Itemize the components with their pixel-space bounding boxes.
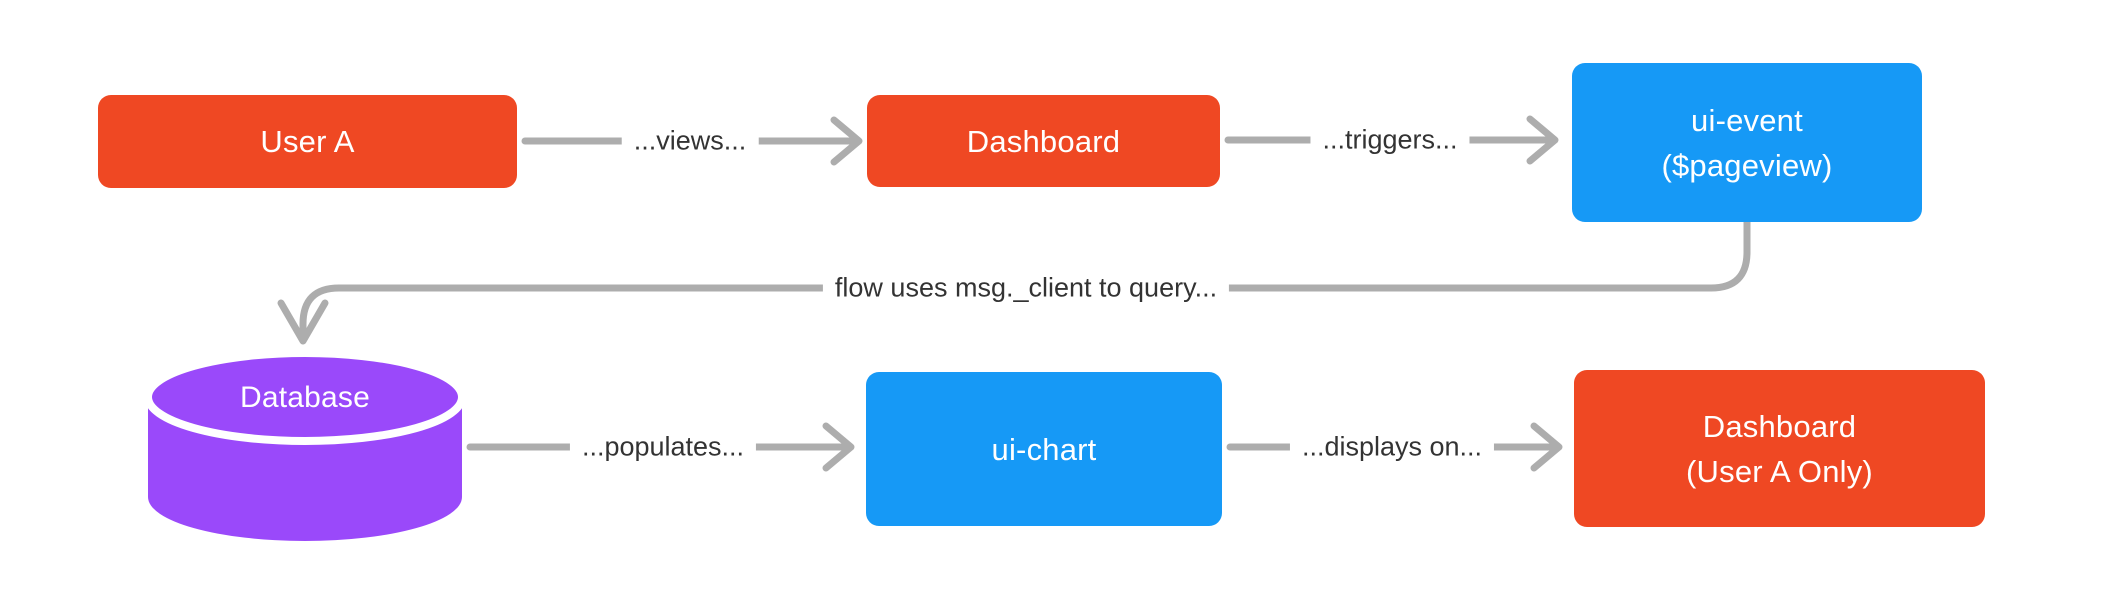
edge-label-triggers: ...triggers... [1310,121,1470,159]
node-user-a: User A [98,95,517,188]
database-cylinder-top [144,349,466,445]
node-label: Dashboard [966,123,1121,159]
node-ui-event: ui-event ($pageview) [1572,63,1922,222]
node-label-line2: (User A Only) [1686,453,1873,489]
node-label-line1: Dashboard [1702,408,1857,444]
node-dashboard: Dashboard [867,95,1220,187]
node-dashboard-user-a: Dashboard (User A Only) [1574,370,1985,527]
edge-label-query: flow uses msg._client to query... [822,269,1230,307]
node-database-label: Database [148,353,462,443]
edge-label-displays: ...displays on... [1289,428,1495,466]
arrow-views-head-icon [830,116,863,166]
arrow-displays-head-icon [1530,422,1563,472]
edge-label-populates: ...populates... [569,428,757,466]
node-ui-chart: ui-chart [866,372,1222,526]
database-cylinder-body [148,397,462,541]
node-label-line2: ($pageview) [1661,147,1833,183]
node-label-line1: ui-event [1691,102,1803,138]
node-label: User A [260,124,355,159]
edge-label-views: ...views... [621,122,759,160]
database-cylinder-icon [144,349,466,541]
node-label: ui-chart [991,431,1097,467]
arrow-query-head-icon [277,299,329,345]
arrow-populates-head-icon [822,422,855,472]
arrow-triggers-head-icon [1526,115,1559,165]
node-label: Database [239,381,371,414]
